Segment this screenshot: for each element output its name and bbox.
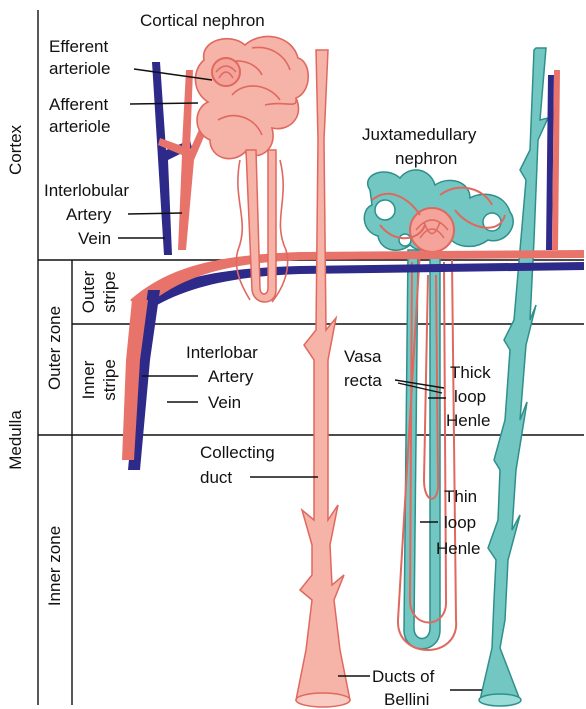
interlobar-vein-label: Vein	[208, 393, 241, 412]
collecting-duct-label-line2: duct	[200, 468, 232, 487]
bellini-label-line2: Bellini	[384, 690, 429, 709]
interlobular-vein-label: Vein	[78, 229, 111, 248]
inner-stripe-label-line2: stripe	[100, 359, 119, 401]
cortical-peritubular-capillaries	[235, 159, 289, 303]
outer-stripe-label-line2: stripe	[100, 271, 119, 313]
efferent-leader	[133, 68, 213, 81]
afferent-label-line2: arteriole	[49, 117, 110, 136]
juxtamedullary-nephron	[363, 47, 550, 707]
inner-stripe-label-line1: Inner	[79, 360, 98, 399]
interlobular-vein-shape	[152, 62, 192, 255]
juxta-duct-opening	[478, 693, 522, 707]
thin-loop-label-line3: Henle	[436, 539, 480, 558]
cortical-convoluted-tubules	[194, 35, 310, 160]
cortical-nephron-label: Cortical nephron	[140, 11, 265, 30]
vasa-recta-loops	[396, 249, 458, 651]
interlobar-label: Interlobar	[186, 343, 258, 362]
region-labels: Cortex Medulla Outer zone Inner zone Out…	[6, 124, 119, 606]
collecting-duct-label-line1: Collecting	[200, 443, 275, 462]
cortical-duct-opening	[295, 692, 351, 708]
vasa-recta-label-line2: recta	[344, 371, 382, 390]
thick-loop-label-line3: Henle	[446, 411, 490, 430]
medulla-label: Medulla	[6, 410, 25, 470]
interlobular-label: Interlobular	[44, 181, 129, 200]
interlobar-vessels	[122, 290, 160, 470]
thick-loop-leader	[397, 382, 443, 394]
thick-loop-label-line1: Thick	[450, 363, 491, 382]
interlobular-artery-leader	[127, 212, 183, 215]
structure-labels: Cortical nephron Efferent arteriole Affe…	[44, 11, 491, 709]
cortical-nephron	[194, 35, 351, 708]
cortical-collecting-duct	[295, 49, 351, 701]
vasa-recta-label-line1: Vasa	[344, 347, 382, 366]
juxta-peritubular-capillaries	[371, 186, 506, 240]
efferent-label-line1: Efferent	[49, 37, 109, 56]
arcuate-artery	[130, 250, 584, 310]
interlobar-artery-shape	[122, 300, 148, 460]
outer-stripe-label-line1: Outer	[79, 270, 98, 313]
juxtamedullary-label-line1: Juxtamedullary	[362, 125, 477, 144]
inner-zone-label: Inner zone	[45, 526, 64, 606]
cortical-loop-of-henle	[245, 149, 277, 303]
thick-loop-label-line2: loop	[454, 387, 486, 406]
interlobular-vessels	[152, 62, 560, 255]
efferent-label-line2: arteriole	[49, 59, 110, 78]
thin-loop-label-line1: Thin	[444, 487, 477, 506]
thin-loop-label-line2: loop	[444, 513, 476, 532]
interlobar-artery-label: Artery	[208, 367, 254, 386]
vasa-recta-leader	[394, 379, 445, 389]
leader-lines	[118, 68, 482, 691]
bellini-label-line1: Ducts of	[372, 667, 435, 686]
afferent-leader	[129, 102, 199, 105]
afferent-label-line1: Afferent	[49, 95, 109, 114]
interlobular-artery-shape	[158, 70, 218, 250]
juxtamedullary-label-line2: nephron	[395, 149, 457, 168]
outer-zone-label: Outer zone	[45, 306, 64, 390]
right-interlobular-vessels	[546, 75, 554, 250]
interlobular-artery-label: Artery	[66, 205, 112, 224]
cortex-label: Cortex	[6, 124, 25, 175]
